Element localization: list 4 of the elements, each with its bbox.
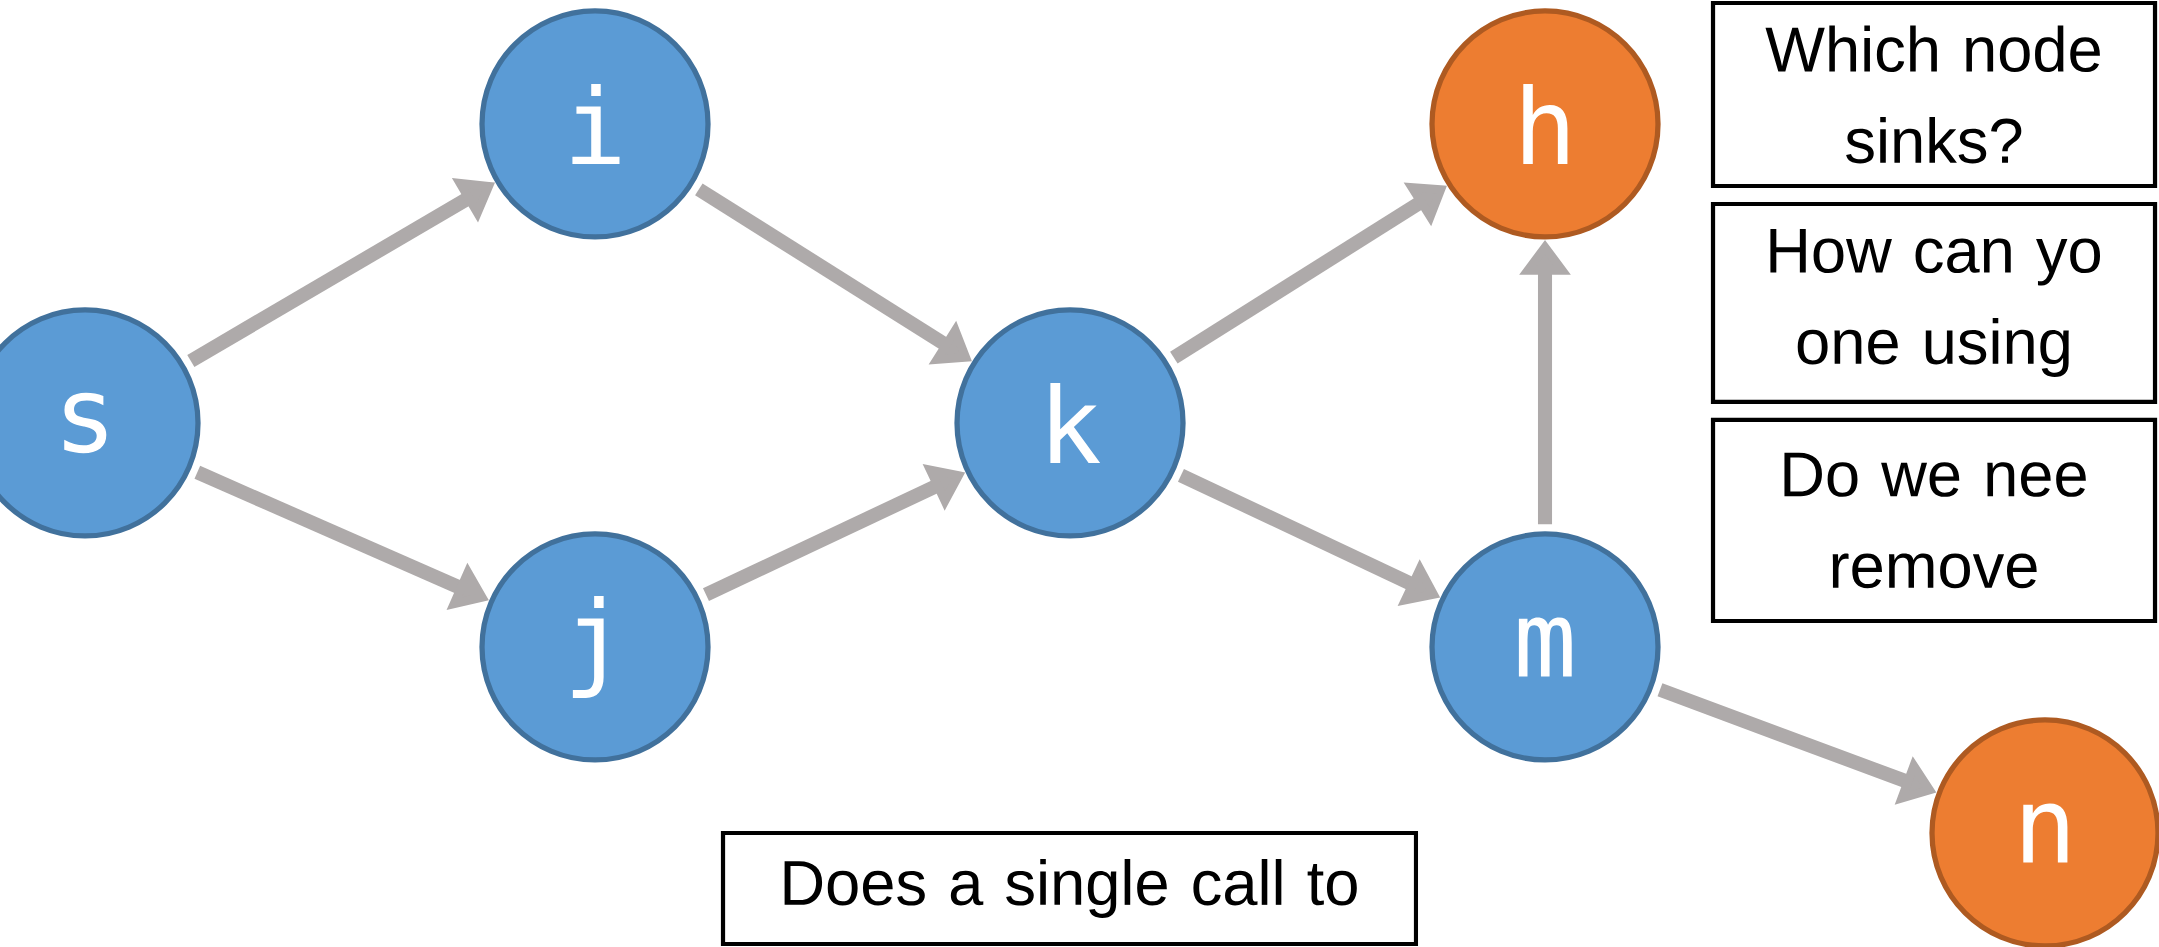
question-box: How can yo one using	[1710, 201, 2158, 405]
question-box: Do we nee remove	[1710, 417, 2158, 624]
question-box: Does a single call to	[720, 830, 1419, 947]
question-box: Which node sinks?	[1710, 0, 2158, 189]
